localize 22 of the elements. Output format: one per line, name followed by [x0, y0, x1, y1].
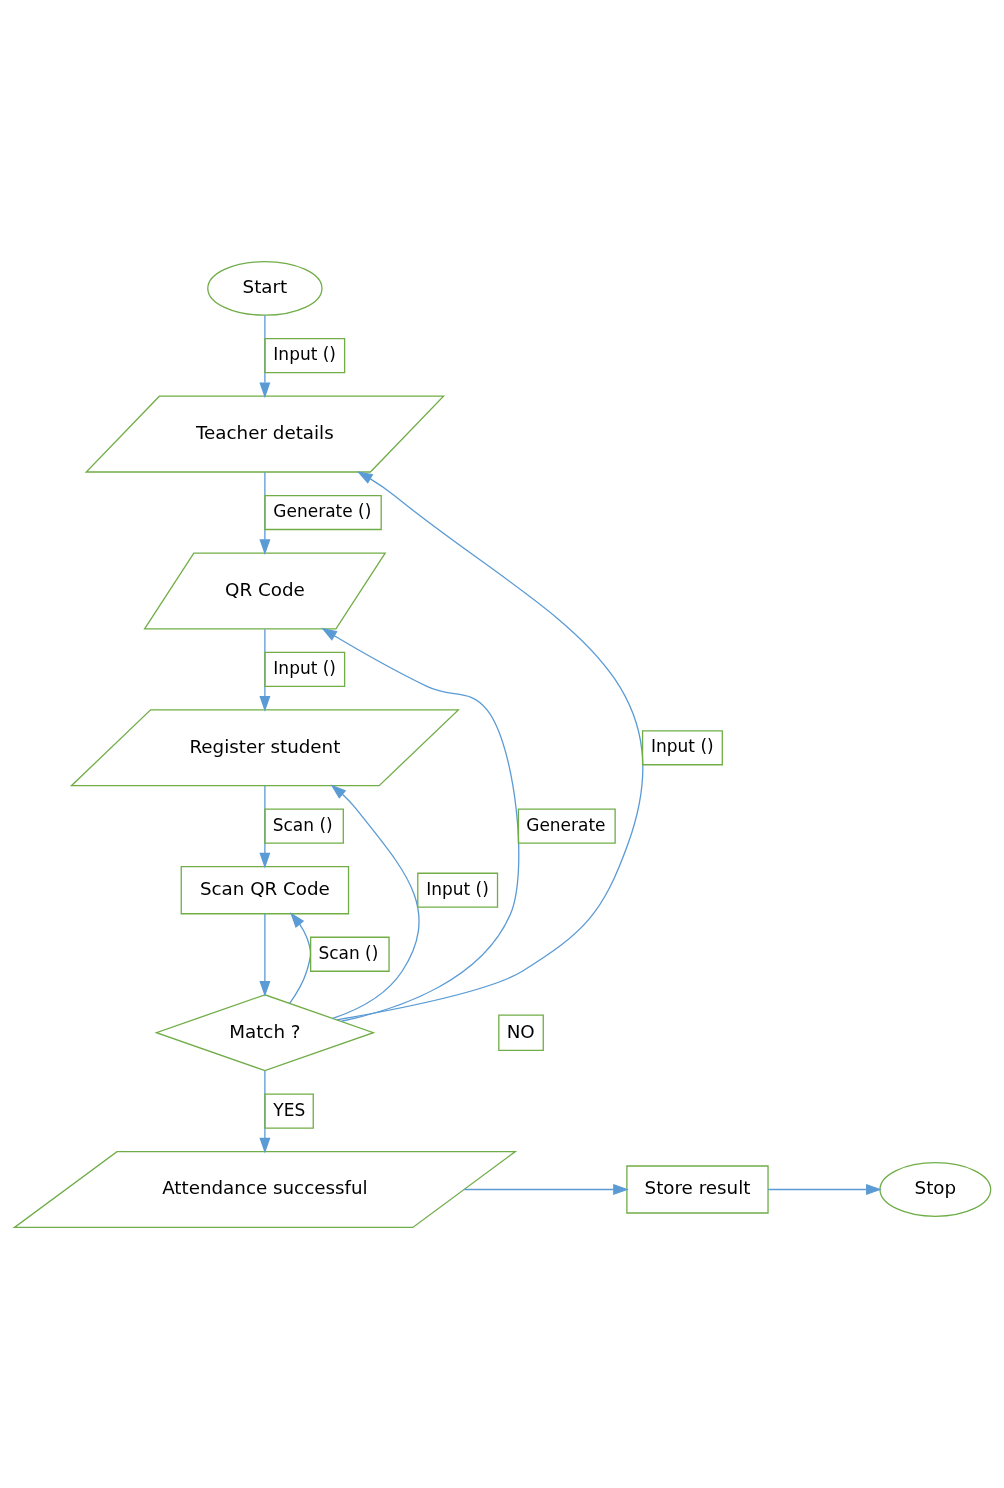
node-box: Scan QR Code	[180, 865, 349, 914]
node-diamond: Match ?	[153, 993, 375, 1071]
edge-label: Scan ()	[317, 942, 378, 963]
edge-label: Scan ()	[272, 814, 333, 835]
edge-label: Input ()	[650, 735, 714, 756]
arrow	[766, 1183, 882, 1195]
edge-label: Input ()	[272, 343, 336, 364]
node-ellipse: Start	[206, 260, 323, 316]
arrow	[258, 912, 270, 997]
arrow	[330, 784, 419, 1019]
arrow	[288, 911, 311, 1004]
node-ellipse: Stop	[878, 1161, 991, 1217]
arrow	[335, 470, 643, 1021]
arrow	[320, 627, 519, 1022]
label: NO	[506, 1020, 535, 1042]
edge-label: Generate ()	[272, 500, 371, 521]
arrow	[463, 1183, 629, 1195]
edge-label: Input ()	[425, 878, 489, 899]
node-box: Store result	[625, 1164, 769, 1214]
edge-label: Generate	[525, 814, 606, 835]
edge-label: YES	[272, 1099, 305, 1120]
edge-label: Input ()	[272, 657, 336, 678]
